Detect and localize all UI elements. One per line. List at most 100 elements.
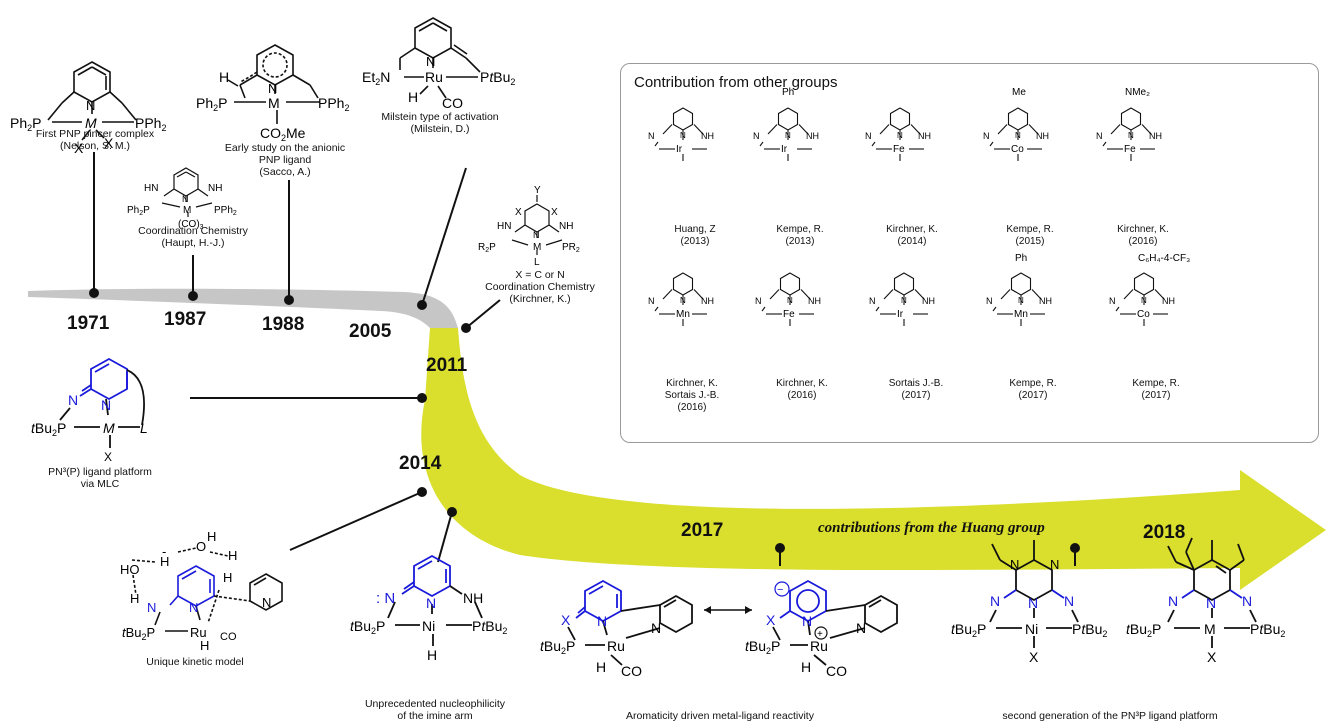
structure-2005	[399, 17, 481, 99]
caption-1987: Coordination Chemistry (Haupt, H.-J.)	[138, 225, 248, 249]
caption-nucleophilicity: Unprecedented nucleophilicity of the imi…	[364, 698, 506, 722]
svg-text:tBu2P: tBu2P	[540, 638, 575, 656]
svg-text:Ni: Ni	[422, 618, 435, 634]
structure-arom-left	[567, 579, 693, 666]
year-1988: 1988	[262, 314, 305, 335]
svg-text:N: N	[597, 613, 607, 629]
svg-text:X: X	[1207, 649, 1217, 665]
svg-text:Ph2P: Ph2P	[127, 205, 150, 217]
svg-text:X: X	[551, 207, 558, 218]
svg-text:Ru: Ru	[190, 625, 207, 640]
svg-text:N: N	[1018, 296, 1024, 305]
timeline-band-yellow	[421, 328, 1326, 590]
svg-text:CO2Me: CO2Me	[260, 125, 306, 143]
svg-text:N: N	[1206, 595, 1216, 611]
structure-second-b	[1167, 537, 1257, 648]
svg-text:CO: CO	[826, 663, 847, 679]
svg-text:N: N	[990, 593, 1000, 609]
svg-text:NH: NH	[559, 221, 573, 232]
svg-text:Ru: Ru	[607, 638, 625, 654]
svg-text:N: N	[897, 131, 903, 140]
svg-text:N: N	[1064, 593, 1074, 609]
svg-text:X: X	[74, 140, 84, 156]
svg-text:M: M	[533, 242, 541, 253]
caption-box-r2-2: Sortais J.-B.(2017)	[888, 378, 944, 401]
svg-text:Ru: Ru	[810, 638, 828, 654]
svg-text:N: N	[189, 600, 198, 615]
svg-text:M: M	[103, 420, 115, 436]
svg-text:N: N	[533, 230, 540, 240]
other-groups-panel	[620, 63, 1319, 443]
svg-text:NH: NH	[463, 590, 483, 606]
svg-text:tBu2P: tBu2P	[745, 638, 780, 656]
svg-text:HO: HO	[120, 562, 140, 577]
svg-text:Ir: Ir	[781, 144, 788, 155]
svg-text:NH: NH	[918, 131, 931, 141]
svg-text:NH: NH	[808, 296, 821, 306]
box-substituent-1: Me	[1012, 87, 1026, 98]
svg-text:N: N	[680, 296, 686, 305]
caption-aromaticity: Aromaticity driven metal-ligand reactivi…	[626, 710, 814, 722]
svg-text:PtBu2: PtBu2	[472, 618, 507, 636]
svg-text:N: N	[983, 131, 990, 141]
caption-box-r1-4: Kirchner, K.(2016)	[1117, 224, 1169, 247]
huang-group-label: contributions from the Huang group	[818, 520, 1045, 536]
svg-text:X: X	[561, 612, 571, 628]
svg-text:(CO)3: (CO)3	[178, 219, 204, 231]
svg-text:X: X	[104, 135, 114, 151]
svg-text:O: O	[196, 539, 206, 554]
svg-text:N: N	[1109, 296, 1116, 306]
svg-text:N: N	[1015, 131, 1021, 140]
svg-text:N: N	[426, 54, 435, 69]
svg-text:X: X	[104, 450, 112, 464]
svg-text:tBu2P: tBu2P	[31, 420, 66, 438]
svg-text:N: N	[1050, 557, 1059, 572]
svg-text:H: H	[801, 659, 811, 675]
svg-text:Ir: Ir	[897, 309, 904, 320]
svg-text:PR2: PR2	[562, 242, 580, 254]
svg-text:N: N	[1242, 593, 1252, 609]
svg-text:N: N	[869, 296, 876, 306]
caption-box-r1-2: Kirchner, K.(2014)	[886, 224, 938, 247]
svg-text:H: H	[200, 638, 209, 653]
year-2018: 2018	[1143, 522, 1186, 543]
svg-text:H: H	[596, 659, 606, 675]
box-substituent-2: NMe₂	[1125, 87, 1150, 98]
svg-text:X: X	[515, 207, 522, 218]
svg-text:N: N	[426, 595, 436, 611]
svg-text:N: N	[856, 620, 866, 636]
svg-text:N: N	[901, 296, 907, 305]
svg-text:N: N	[68, 392, 78, 408]
year-2014: 2014	[399, 453, 442, 474]
svg-text:Ph2P: Ph2P	[10, 115, 41, 133]
svg-text:H: H	[207, 529, 216, 544]
caption-box-r1-0: Huang, Z(2013)	[674, 224, 716, 247]
svg-text:N: N	[268, 81, 277, 96]
structure-kinetic	[131, 547, 283, 632]
svg-text:N: N	[1010, 557, 1019, 572]
svg-text:NH: NH	[922, 296, 935, 306]
year-2005: 2005	[349, 321, 392, 342]
structure-platform	[59, 357, 145, 448]
svg-text:Mn: Mn	[1014, 309, 1028, 320]
structure-arom-right	[772, 579, 898, 666]
svg-text:L: L	[140, 420, 148, 436]
svg-text:PPh2: PPh2	[318, 95, 349, 113]
svg-text:H: H	[408, 89, 418, 105]
year-1987: 1987	[164, 309, 207, 330]
svg-text:X: X	[1029, 649, 1039, 665]
svg-text:M: M	[1204, 621, 1216, 637]
caption-platform: PN³(P) ligand platform via MLC	[48, 466, 152, 490]
svg-text:tBu2P: tBu2P	[1126, 621, 1161, 639]
box-complex-2-2: N NH N Ir	[869, 272, 935, 326]
caption-kinetic: Unique kinetic model	[146, 656, 244, 668]
caption-box-r1-3: Kempe, R.(2015)	[1006, 224, 1054, 247]
